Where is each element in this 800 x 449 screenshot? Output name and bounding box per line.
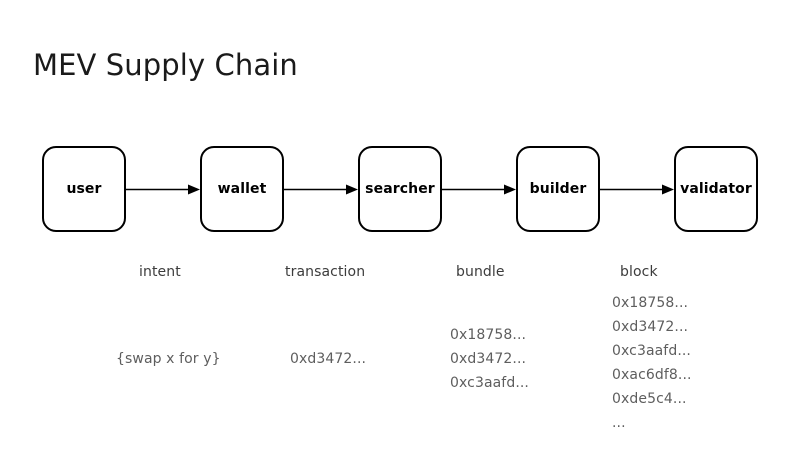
column-value: {swap x for y} [116, 351, 221, 367]
node-label: builder [529, 181, 587, 197]
column-value: 0xac6df8... [612, 367, 692, 383]
node-label: wallet [217, 181, 267, 197]
column-title-transaction: transaction [285, 264, 366, 280]
node-builder[interactable]: builder [516, 146, 600, 232]
node-wallet[interactable]: wallet [200, 146, 284, 232]
page-title: MEV Supply Chain [33, 48, 298, 82]
column-title-intent: intent [139, 264, 181, 280]
node-label: validator [680, 181, 752, 197]
column-value: 0xd3472... [290, 351, 367, 367]
column-value: ... [612, 415, 626, 431]
column-value: 0xd3472... [450, 351, 527, 367]
column-value: 0xd3472... [612, 319, 689, 335]
arrow-searcher-to-builder [442, 184, 516, 195]
node-label: user [66, 181, 102, 197]
arrow-user-to-wallet [126, 184, 200, 195]
column-values-block: 0x18758... 0xd3472... 0xc3aafd... 0xac6d… [612, 291, 692, 435]
column-value: 0xc3aafd... [450, 375, 529, 391]
node-validator[interactable]: validator [674, 146, 758, 232]
column-values-transaction: 0xd3472... [290, 347, 366, 371]
column-value: 0xde5c4... [612, 391, 687, 407]
arrow-wallet-to-searcher [284, 184, 358, 195]
column-value: 0x18758... [612, 295, 689, 311]
column-values-intent: {swap x for y} [116, 347, 221, 371]
column-values-bundle: 0x18758... 0xd3472... 0xc3aafd... [450, 323, 529, 395]
arrow-builder-to-validator [600, 184, 674, 195]
node-searcher[interactable]: searcher [358, 146, 442, 232]
column-value: 0xc3aafd... [612, 343, 691, 359]
column-value: 0x18758... [450, 327, 527, 343]
node-label: searcher [365, 181, 435, 197]
column-title-block: block [620, 264, 658, 280]
column-title-bundle: bundle [456, 264, 505, 280]
node-user[interactable]: user [42, 146, 126, 232]
